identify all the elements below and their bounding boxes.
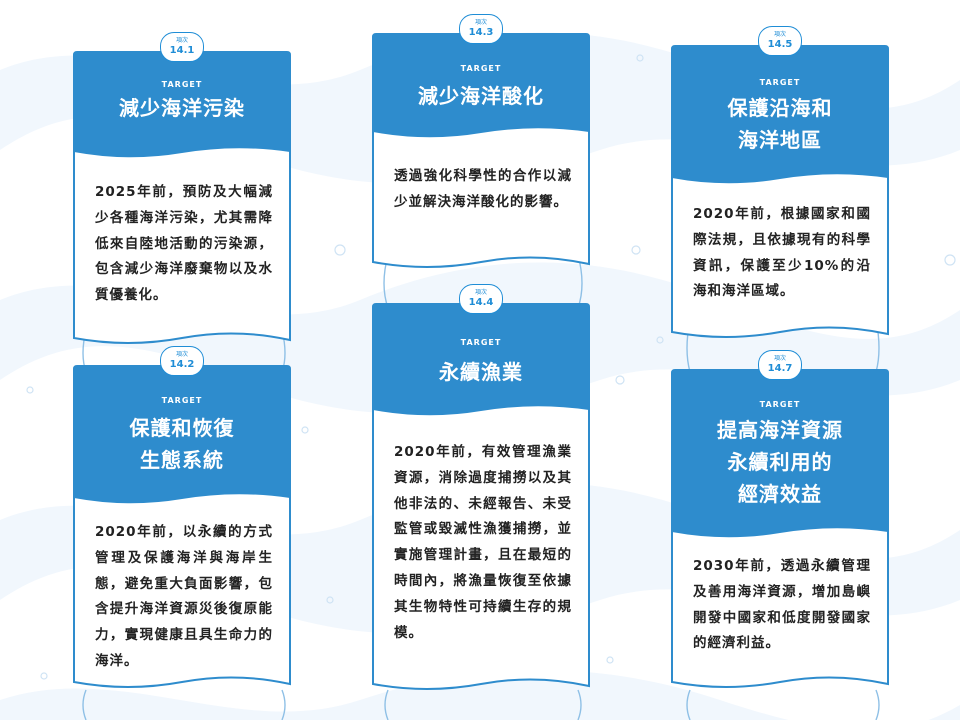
target-label: TARGET	[759, 78, 801, 87]
card-title: 減少海洋污染	[119, 96, 245, 120]
card-body: 2030年前，透過永續管理及善用海洋資源，增加島嶼開發中國家和低度開發國家的經濟…	[693, 558, 871, 652]
card-body: 2020年前，根據國家和國際法規，且依據現有的科學資訊，保護至少10%的沿海和海…	[693, 206, 871, 300]
card-title-line-2: 海洋地區	[738, 128, 822, 152]
card-title-line-3: 經濟效益	[738, 482, 822, 506]
card-shape	[671, 369, 889, 688]
card-title-line-1: 保護和恢復	[129, 416, 235, 440]
card-title: 減少海洋酸化	[418, 84, 544, 108]
card-shape	[372, 33, 590, 268]
target-label: TARGET	[460, 338, 502, 347]
card-title-line-2: 生態系統	[140, 448, 224, 472]
card-body: 2020年前，以永續的方式管理及保護海洋與海岸生態，避免重大負面影響，包含提升海…	[95, 524, 273, 669]
target-label: TARGET	[161, 396, 203, 405]
card-title-line-1: 提高海洋資源	[717, 418, 843, 442]
card-shape	[372, 303, 590, 690]
card-title-line-2: 永續利用的	[727, 450, 833, 474]
card-shape	[73, 365, 291, 688]
card-body: 透過強化科學性的合作以減少並解決海洋酸化的影響。	[394, 168, 572, 210]
target-label: TARGET	[460, 64, 502, 73]
card-title-line-1: 保護沿海和	[727, 96, 833, 120]
card-shape	[73, 51, 291, 344]
card-body: 2025年前，預防及大幅減少各種海洋污染，尤其需降低來自陸地活動的污染源，包含減…	[95, 184, 273, 304]
target-label: TARGET	[759, 400, 801, 409]
card-title: 永續漁業	[439, 360, 523, 384]
target-label: TARGET	[161, 80, 203, 89]
card-shape	[671, 45, 889, 338]
card-body: 2020年前，有效管理漁業資源，消除過度捕撈以及其他非法的、未經報告、未受監管或…	[394, 444, 572, 641]
